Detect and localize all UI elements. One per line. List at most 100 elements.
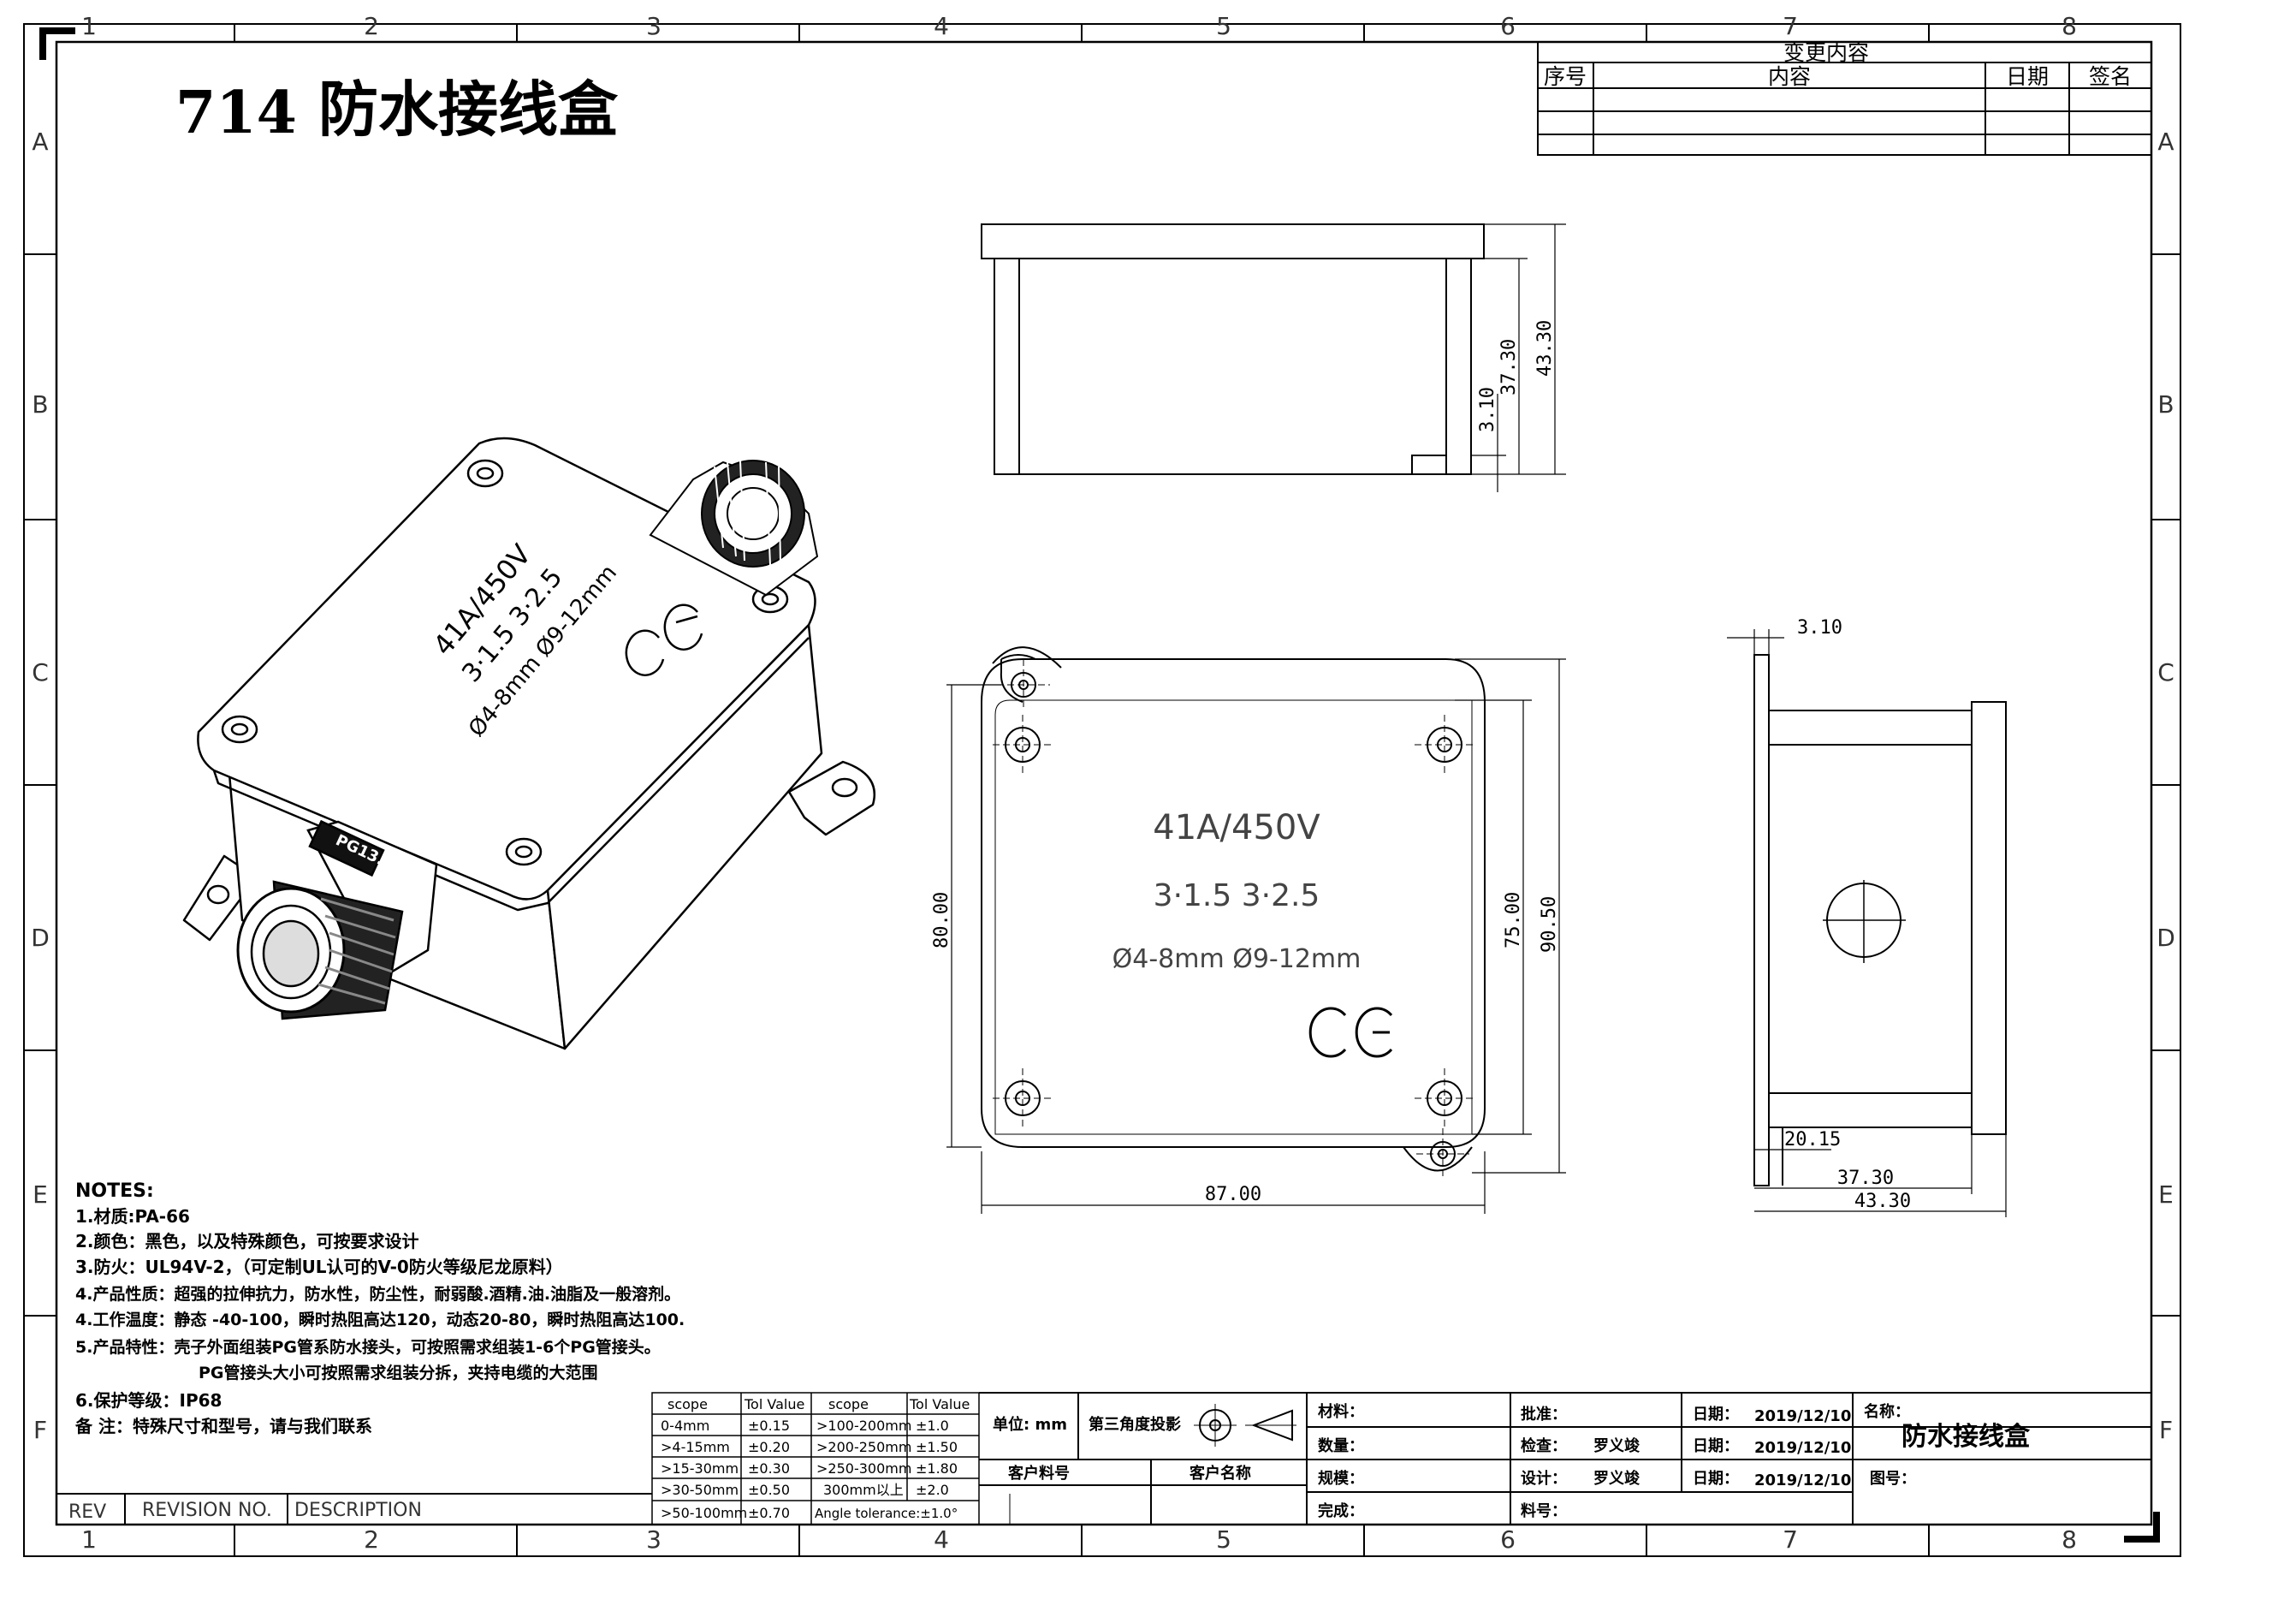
dim-front-width: 87.00 (1205, 1184, 1261, 1205)
tol-cell: >100-200mm (816, 1418, 911, 1434)
col-label: 7 (1783, 12, 1798, 40)
dim-front-height-inner: 75.00 (1503, 892, 1524, 948)
tol-cell: >30-50mm (661, 1482, 739, 1498)
iso-cable-gland-left (236, 819, 438, 1020)
customer-part-label: 客户料号 (1008, 1464, 1070, 1483)
row-label: C (2157, 658, 2174, 687)
col-label: 6 (1500, 1525, 1516, 1554)
rev-header-date: 日期 (2006, 64, 2049, 89)
revision-history-table (1537, 41, 2152, 156)
note-line: 4.产品性质：超强的拉伸抗力，防水性，防尘性，耐弱酸.酒精.油.油脂及一般溶剂。 (75, 1284, 680, 1304)
tol-header: scope (828, 1396, 869, 1412)
col-label: 5 (1216, 12, 1231, 40)
checker-name: 罗义竣 (1593, 1436, 1640, 1455)
date-value: 2019/12/10 (1754, 1407, 1851, 1425)
side-view (1727, 629, 2007, 1217)
tol-cell: Angle tolerance:±1.0° (815, 1506, 958, 1521)
col-label: 2 (364, 12, 379, 40)
note-line: 2.颜色：黑色，以及特殊颜色，可按要求设计 (75, 1231, 419, 1251)
tol-cell: ±0.15 (748, 1418, 790, 1434)
iso-cable-gland-top (649, 460, 819, 597)
date-value: 2019/12/10 (1754, 1439, 1851, 1457)
tol-cell: ±0.30 (748, 1460, 790, 1477)
tol-cell: >15-30mm (661, 1460, 739, 1477)
rev-header-content: 内容 (1768, 64, 1811, 89)
col-label: 5 (1216, 1525, 1231, 1554)
material-label: 材料： (1318, 1402, 1364, 1421)
front-view-markings: 41A/450V 3·1.5 3·2.5 Ø4-8mm Ø9-12mm (1112, 808, 1362, 974)
row-label: D (31, 924, 50, 952)
row-label: E (33, 1180, 48, 1209)
note-line: 3.防火：UL94V-2，（可定制UL认可的V-0防火等级尼龙原料） (75, 1257, 563, 1277)
date-label: 日期： (1693, 1437, 1739, 1455)
row-label: B (32, 390, 48, 419)
rev-header-seq: 序号 (1544, 64, 1587, 89)
row-labels-left: A B C D E F (31, 128, 50, 1444)
drawing-no-label: 图号： (1870, 1470, 1916, 1488)
date-label: 日期： (1693, 1406, 1739, 1424)
note-line: 5.产品特性：壳子外面组装PG管系防水接头，可按照需求组装1-6个PG管接头。 (75, 1337, 661, 1357)
revision-table-title: 变更内容 (1783, 40, 1869, 65)
dim-top-wall: 3.10 (1477, 387, 1498, 432)
tol-cell: ±1.80 (916, 1460, 958, 1477)
col-label: 8 (2062, 1525, 2077, 1554)
col-label: 7 (1783, 1525, 1798, 1554)
rev-bar-description: DESCRIPTION (294, 1500, 422, 1521)
col-label: 4 (934, 1525, 949, 1554)
title-block (979, 1392, 2151, 1525)
tol-cell: ±0.50 (748, 1482, 790, 1498)
check-label: 检查： (1521, 1436, 1567, 1455)
dim-top-outer: 43.30 (1534, 320, 1556, 377)
front-wires-text: 3·1.5 3·2.5 (1154, 878, 1320, 913)
name-value: 防水接线盒 (1901, 1422, 2031, 1452)
rev-header-sign: 签名 (2089, 64, 2132, 89)
note-line: 1.材质:PA-66 (75, 1206, 190, 1227)
note-line: 4.工作温度：静态 -40-100，瞬时热阻高达120，动态20-80，瞬时热阻… (75, 1310, 685, 1329)
projection-label: 第三角度投影 (1089, 1415, 1181, 1434)
tol-cell: ±0.70 (748, 1505, 790, 1521)
front-plan-view (946, 646, 1566, 1214)
tol-header: Tol Value (744, 1396, 804, 1412)
row-label: A (32, 128, 48, 156)
row-label: E (2158, 1180, 2174, 1209)
part-no-label: 料号： (1521, 1501, 1567, 1520)
title-block-text: 单位: mm 第三角度投影 客户料号 客户名称 材料： 数量： 规模： 完成： … (993, 1402, 2031, 1520)
col-label: 6 (1500, 12, 1516, 40)
row-labels-right: A B C D E F (2157, 128, 2175, 1444)
customer-name-label: 客户名称 (1190, 1464, 1251, 1483)
note-line: 6.保护等级：IP68 (75, 1390, 222, 1411)
tol-cell: 300mm以上 (823, 1482, 904, 1498)
dim-front-height-outer: 90.50 (1539, 896, 1560, 953)
note-line: PG管接头大小可按照需求组装分拆，夹持电缆的大范围 (199, 1363, 598, 1382)
tol-cell: ±2.0 (916, 1482, 949, 1498)
tol-cell: ±1.0 (916, 1418, 949, 1434)
dim-top-inner: 37.30 (1498, 339, 1520, 395)
frame-zone-ticks (24, 24, 2180, 1556)
row-label: F (2159, 1416, 2173, 1444)
rev-bar-number: REVISION NO. (142, 1500, 272, 1521)
designer-name: 罗义竣 (1593, 1469, 1640, 1488)
corner-marks (39, 27, 2160, 1543)
row-label: C (32, 658, 49, 687)
col-label: 2 (364, 1525, 379, 1554)
row-label: B (2157, 390, 2174, 419)
dim-side-mid: 37.30 (1837, 1168, 1894, 1189)
tol-cell: 0-4mm (661, 1418, 709, 1434)
tol-cell: ±1.50 (916, 1439, 958, 1455)
tol-header: Tol Value (909, 1396, 970, 1412)
notes-block: NOTES: 1.材质:PA-66 2.颜色：黑色，以及特殊颜色，可按要求设计 … (74, 1180, 685, 1436)
revision-bar (56, 1493, 652, 1525)
approve-label: 批准： (1521, 1405, 1567, 1424)
column-labels-bottom: 1 2 3 4 5 6 7 8 (81, 1525, 2077, 1554)
drawing-frame (23, 23, 2181, 1557)
front-rating-text: 41A/450V (1153, 808, 1320, 847)
tol-cell: >200-250mm (816, 1439, 911, 1455)
col-label: 1 (81, 1525, 97, 1554)
tol-cell: >4-15mm (661, 1439, 730, 1455)
drawing-number: 714 (175, 79, 297, 147)
dim-side-outer: 43.30 (1854, 1191, 1911, 1212)
col-label: 4 (934, 12, 949, 40)
unit-label: 单位: mm (993, 1415, 1067, 1434)
col-label: 8 (2062, 12, 2077, 40)
note-line: 备 注：特殊尺寸和型号，请与我们联系 (74, 1416, 372, 1436)
